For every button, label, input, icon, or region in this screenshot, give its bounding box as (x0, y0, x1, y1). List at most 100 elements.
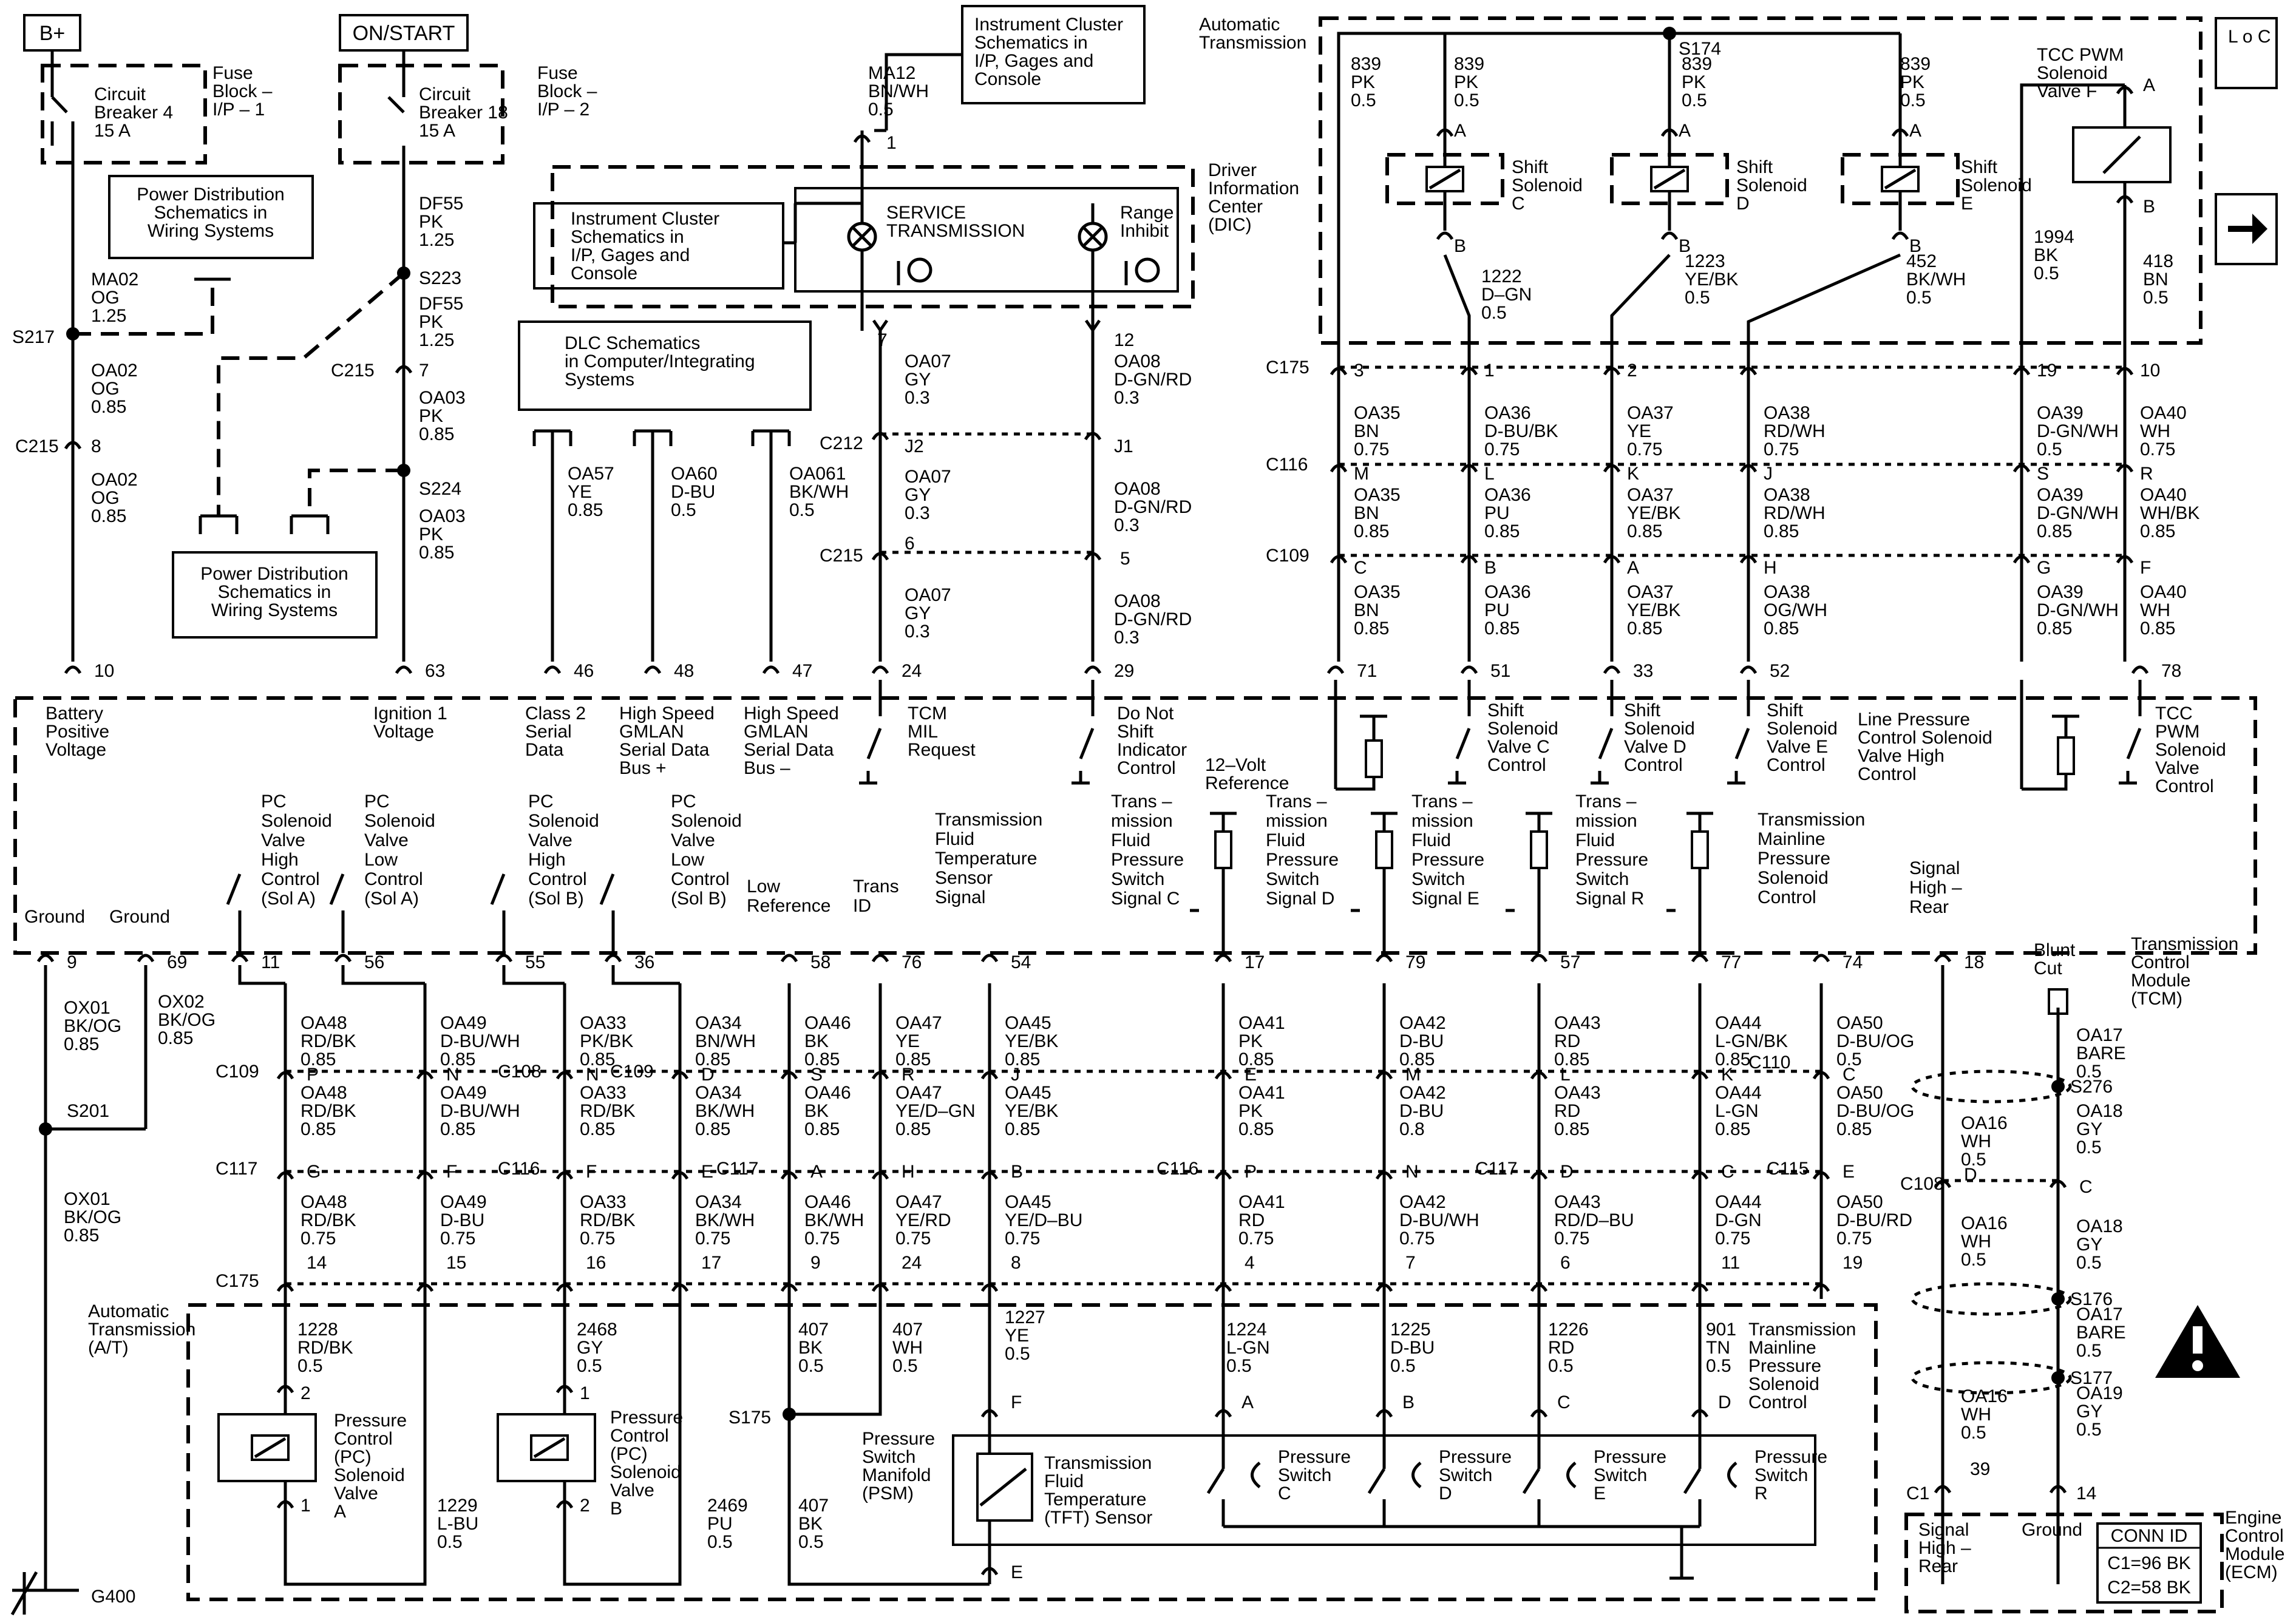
wire-df55-a-line: 1.25 (419, 230, 454, 250)
tft-sensor-icon (976, 1453, 1033, 1522)
tcm-signal-label-line: Fluid (1411, 830, 1451, 850)
loc-label-line: L o C (2228, 27, 2271, 47)
label: B (1909, 236, 1921, 256)
tcm-signal-label-line: Control (528, 869, 587, 889)
c175-line: C175 (216, 1271, 259, 1291)
wire-ox02-line: OX02 (158, 992, 205, 1012)
label: M (1405, 1065, 1421, 1085)
wire-label-line: 0.85 (695, 1049, 730, 1070)
switch-icon (1206, 1468, 1225, 1494)
do-not-shift-line: Do Not (1117, 703, 1174, 724)
tcm-signal-label-line: Trans – (1411, 792, 1473, 812)
splice-s176 (2051, 1292, 2065, 1306)
wire-1228-line: 0.5 (297, 1356, 323, 1376)
wire-label-line: RD (1554, 1101, 1580, 1121)
connector-pin (2116, 86, 2134, 95)
c117-c: C117 (1475, 1159, 1518, 1179)
label-line: E (1843, 1162, 1855, 1182)
c215-dic-line: C215 (820, 546, 863, 566)
tcm-pin-label-line: 74 (1843, 952, 1863, 972)
label-line: B (1011, 1162, 1023, 1182)
label: N (1405, 1162, 1419, 1182)
connector-pin (1934, 1179, 1952, 1188)
label: 6 (905, 534, 915, 554)
wire-label-line: OA35 (1354, 582, 1401, 602)
tcm-pin-label: 54 (1011, 952, 1031, 972)
wire-oa07-a-line: GY (905, 370, 931, 390)
wire-label-line: 0.85 (1354, 521, 1389, 541)
c116: C116 (1266, 455, 1308, 475)
connector-pin (36, 954, 55, 963)
s276: S276 (2070, 1077, 2113, 1097)
connector-pin (395, 365, 413, 374)
tcm-pin (871, 665, 889, 674)
wire-2468-line: GY (577, 1338, 603, 1358)
c175: C175 (1266, 358, 1309, 378)
connector-pin (555, 1500, 574, 1509)
label-line: B (1909, 236, 1921, 256)
connector-pin (1214, 1171, 1232, 1180)
c215-dic: C215 (820, 546, 863, 566)
pc-solenoid-a-label-line: (PC) (334, 1447, 372, 1467)
s224-line: S224 (419, 479, 461, 499)
label: G (2037, 558, 2051, 578)
wire-label-line: OA41 (1238, 1083, 1285, 1103)
wire-label-line: 0.85 (1484, 619, 1520, 639)
label-line: 16 (586, 1253, 606, 1273)
connector-pin (416, 1071, 434, 1080)
shift-solenoid-c-label-line: C (1512, 194, 1525, 214)
tcm-pin-label-line: 33 (1633, 661, 1653, 681)
fuse-block-1-label-line: Fuse (212, 63, 253, 83)
label-line: C (1721, 1162, 1734, 1182)
line-pressure-control-line: Control Solenoid (1858, 728, 1992, 748)
pc-solenoid-b-label-line: Control (610, 1426, 669, 1446)
c108: C108 (498, 1062, 542, 1082)
label-line: N (446, 1065, 460, 1085)
tcm-signal-label-line: Rear (1909, 897, 1949, 917)
connector-pin (2049, 1485, 2067, 1494)
label: C (2079, 1177, 2093, 1197)
wire-oa18-b-line: 0.5 (2076, 1253, 2102, 1273)
tcm-signal-label-line: Fluid (1266, 830, 1305, 850)
label-line: 15 (446, 1253, 466, 1273)
mainline-label-line: Solenoid (1748, 1374, 1819, 1394)
label: G (307, 1162, 321, 1182)
label-line: A (1241, 1392, 1254, 1412)
wire-oa07-c-line: OA07 (905, 585, 951, 605)
label: C (1721, 1162, 1734, 1182)
wire-label-line: 0.85 (1836, 1119, 1872, 1139)
tcm-signal-label-line: mission (1411, 811, 1473, 831)
wire-839-line: 0.5 (1351, 90, 1376, 110)
bulb-icon (1082, 226, 1104, 248)
wire-label-line: OA38 (1764, 582, 1810, 602)
tcm-signal-label-line: Solenoid (261, 811, 332, 831)
wire-label-line: YE (1627, 421, 1651, 441)
wire-oa19-line: 0.5 (2076, 1420, 2102, 1440)
wire-ox01-b-line: BK/OG (64, 1207, 121, 1227)
at-bottom-label-line: Automatic (88, 1301, 169, 1321)
wire-label-line: 0.75 (804, 1229, 840, 1249)
ssv-d-control-line: Solenoid (1624, 719, 1695, 739)
wire-1222-line: 0.5 (1481, 303, 1507, 323)
wire-oa02-b-line: OA02 (91, 470, 138, 490)
connector-pin (1530, 1283, 1548, 1292)
